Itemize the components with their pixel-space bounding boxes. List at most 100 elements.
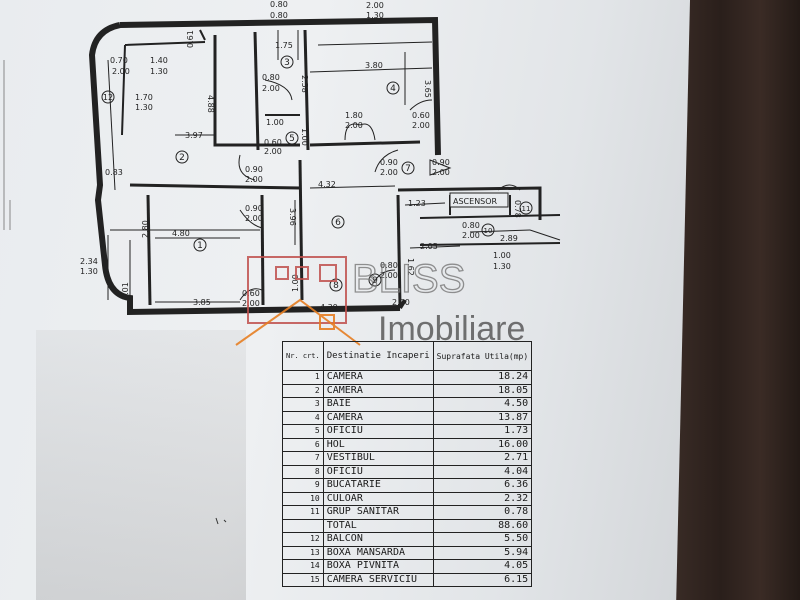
dim-label: 0.80 [270,0,288,9]
dim-label: 2.00 [380,168,398,177]
dim-label: 2.00 [462,231,480,240]
dim-label: 2.00 [380,271,398,280]
row-nr: 1 [282,370,324,385]
dim-label: 1.62 [406,258,415,276]
dim-label: 0.80 [380,261,398,270]
dim-label: 2.89 [500,234,518,243]
dim-label: 3.96 [288,208,297,226]
dim-label: 1.23 [408,199,426,208]
dim-label: 0.83 [105,168,123,177]
dim-label: 1.70 [135,93,153,102]
dim-label: 1.80 [345,111,363,120]
dim-label: 2.00 [242,299,260,308]
header-nr: Nr. crt. [282,341,324,371]
row-nr: 10 [282,491,324,506]
row-name: CULOAR [322,491,434,506]
room-number: 12 [103,93,113,102]
elevator-label: ASCENSOR [453,197,498,206]
dim-label: 2.00 [112,67,130,76]
dim-label: 2.05 [420,242,438,251]
row-area: 4.04 [432,464,533,479]
dim-label: 0.80 [270,11,288,20]
room-number: 11 [522,205,531,213]
row-area: 13.87 [432,410,533,425]
dim-label: 0.80 [462,221,480,230]
room-number: 2 [179,153,185,163]
dim-label: 1.40 [150,56,168,65]
dim-label: 0.90 [380,158,398,167]
paper-shadow [36,330,246,600]
dim-label: 0.70 [110,56,128,65]
row-name: CAMERA SERVICIU [322,572,434,587]
dim-label: 2.00 [432,168,450,177]
dim-label: 1.00 [493,251,511,260]
room-area-table: Nr. crt. Destinatie Incaperi Suprafata U… [282,341,533,587]
row-area: 1.73 [432,424,533,439]
row-name: BOXA PIVNITA [322,559,434,574]
dim-label: 1.30 [493,262,511,271]
dim-label: 1.75 [275,41,293,50]
dim-label: 1.01 [121,282,130,300]
background-wall [668,0,800,600]
dim-label: 3.80 [365,61,383,70]
dim-label: 3.85 [193,298,211,307]
dim-label: 3.65 [423,80,432,98]
row-nr: 14 [282,559,324,574]
row-nr: 7 [282,451,324,466]
dim-label: 2.00 [366,1,384,10]
row-name: GRUP SANITAR [322,505,434,520]
row-area: 6.15 [432,572,533,587]
room-number: 4 [390,84,396,94]
row-nr: 5 [282,424,324,439]
room-number: 9 [372,276,378,286]
dim-label: 1.30 [366,11,384,20]
row-area: 18.24 [432,370,533,385]
row-name: BALCON [322,532,434,547]
dim-label: 0.60 [264,138,282,147]
dim-label: 2.80 [141,220,150,238]
dim-label: 2.58 [300,75,309,93]
dim-label: 4.32 [318,180,336,189]
row-nr: 3 [282,397,324,412]
room-number: 3 [284,58,290,68]
row-area: 2.71 [432,451,533,466]
room-number: 6 [335,218,341,228]
dim-label: 2.00 [345,121,363,130]
row-area: 4.05 [432,559,533,574]
dim-label: 2.00 [245,214,263,223]
row-name: CAMERA [322,383,434,398]
dim-label: 2.00 [264,147,282,156]
dim-label: 0.61 [186,30,195,48]
dim-label: 2.00 [245,175,263,184]
room-number: 5 [289,134,295,144]
row-name: OFICIU [322,464,434,479]
dim-label: 0.90 [432,158,450,167]
row-area: 18.05 [432,383,533,398]
room-number: 8 [333,281,339,291]
row-nr: 4 [282,410,324,425]
row-nr: 12 [282,532,324,547]
dim-label: 1.00 [266,118,284,127]
row-name: CAMERA [322,370,434,385]
dim-label: 2.00 [412,121,430,130]
table-header-row: Nr. crt. Destinatie Incaperi Suprafata U… [282,341,533,371]
row-area: 0.78 [432,505,533,520]
header-area: Suprafata Utila(mp) [432,341,533,371]
dim-label: 1.00 [291,274,300,292]
dim-label: 2.34 [80,257,98,266]
row-area: 6.36 [432,478,533,493]
room-number: 7 [405,164,411,174]
row-nr [282,518,324,533]
dim-label: 2.00 [262,84,280,93]
